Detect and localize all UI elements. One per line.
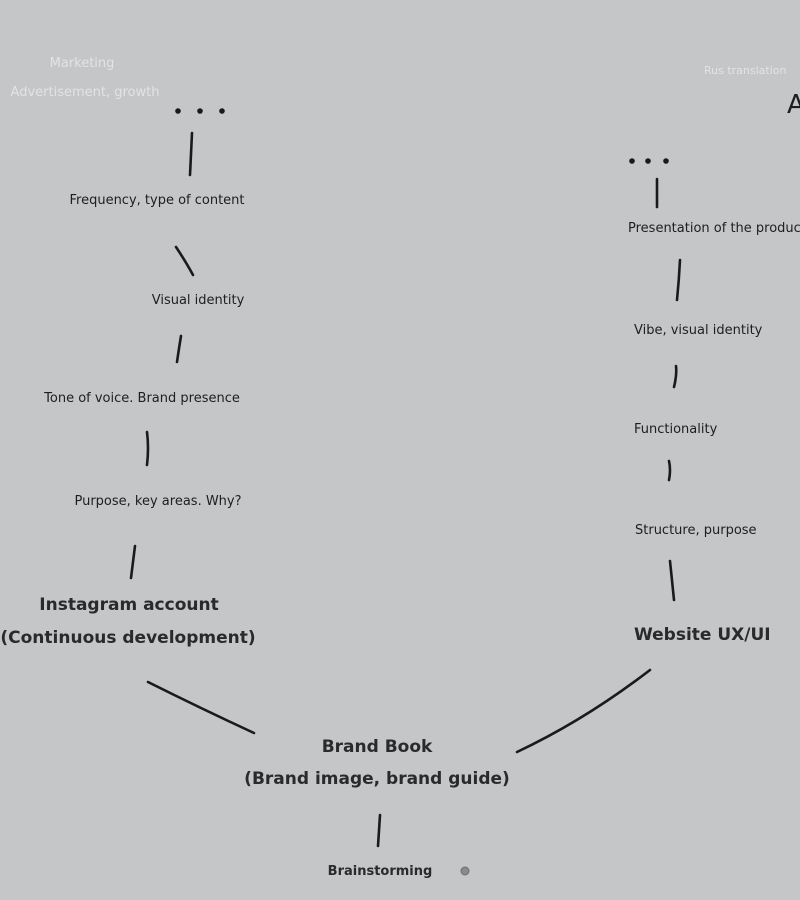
website-uxui-title: Website UX/UI	[634, 625, 771, 645]
left-item-purpose: Purpose, key areas. Why?	[74, 494, 242, 509]
right-item-functionality: Functionality	[634, 422, 718, 437]
marker-dot	[460, 866, 470, 876]
right-item-vibe: Vibe, visual identity	[634, 323, 763, 338]
stroke-right-to-root	[515, 668, 652, 754]
left-ellipsis-dot	[197, 108, 203, 114]
right-edge-glyph: A	[787, 90, 800, 120]
stroke-left-3	[175, 334, 183, 364]
instagram-account-subtitle: (Continuous development)	[0, 628, 256, 648]
left-item-frequency: Frequency, type of content	[69, 193, 245, 208]
brainstorming-label: Brainstorming	[327, 864, 433, 879]
stroke-right-3	[672, 364, 678, 389]
left-ellipsis-dot	[219, 108, 225, 114]
stroke-right-2	[675, 258, 682, 302]
brand-book-title: Brand Book	[321, 737, 433, 757]
stroke-left-2	[174, 245, 195, 277]
right-ellipsis-dot	[645, 158, 651, 164]
stroke-left-5	[129, 544, 137, 580]
stroke-left-to-root	[146, 680, 256, 735]
right-item-structure: Structure, purpose	[635, 523, 757, 538]
corner-left-line1: Marketing	[49, 56, 115, 71]
right-ellipsis-dot	[629, 158, 635, 164]
corner-right-label: Rus translation	[704, 64, 787, 77]
left-ellipsis-dot	[175, 108, 181, 114]
stroke-left-1	[188, 131, 194, 177]
stroke-left-4	[145, 430, 150, 467]
left-item-visual-identity: Visual identity	[151, 293, 245, 308]
brand-book-subtitle: (Brand image, brand guide)	[244, 769, 510, 789]
left-item-tone-of-voice: Tone of voice. Brand presence	[44, 391, 240, 406]
stroke-root-to-base	[376, 813, 382, 848]
corner-left-line2: Advertisement, growth	[10, 85, 160, 100]
right-item-presentation: Presentation of the product	[628, 221, 800, 236]
right-ellipsis-dot	[663, 158, 669, 164]
instagram-account-title: Instagram account	[39, 595, 219, 615]
stroke-right-5	[668, 559, 676, 602]
stroke-right-4	[667, 459, 672, 482]
